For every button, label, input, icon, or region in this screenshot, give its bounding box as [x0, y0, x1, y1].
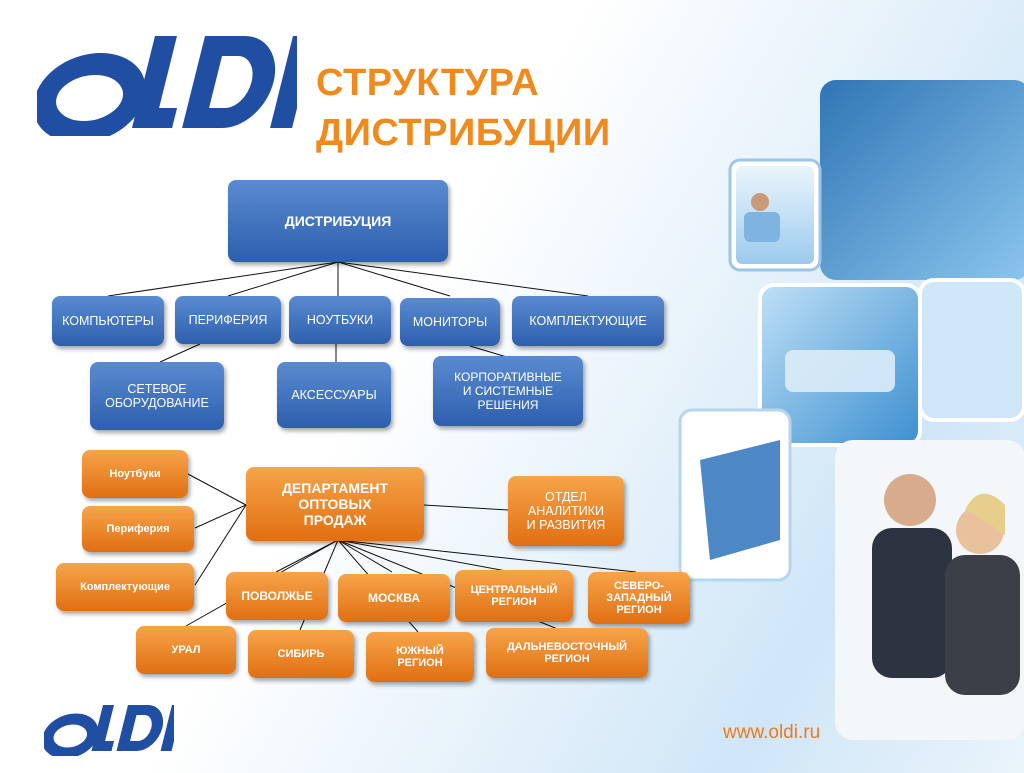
category-laptops: НОУТБУКИ	[289, 296, 391, 344]
title-line-1: СТРУКТУРА	[316, 62, 540, 104]
region-far-east: ДАЛЬНЕВОСТОЧНЫЙ РЕГИОН	[486, 628, 648, 678]
analytics-department: ОТДЕЛ АНАЛИТИКИ И РАЗВИТИЯ	[508, 476, 624, 546]
category-peripherals: ПЕРИФЕРИЯ	[175, 296, 281, 344]
region-moscow: МОСКВА	[338, 574, 450, 622]
sub-corporate-solutions: КОРПОРАТИВНЫЕ И СИСТЕМНЫЕ РЕШЕНИЯ	[433, 356, 583, 426]
category-monitors: МОНИТОРЫ	[400, 298, 500, 346]
wholesale-components: Комплектующие	[56, 563, 194, 611]
region-ural: УРАЛ	[136, 626, 236, 674]
title-line-2: ДИСТРИБУЦИИ	[316, 112, 611, 154]
sub-network-equipment: СЕТЕВОЕ ОБОРУДОВАНИЕ	[90, 362, 224, 430]
region-central: ЦЕНТРАЛЬНЫЙ РЕГИОН	[455, 570, 573, 622]
page-title: СТРУКТУРА ДИСТРИБУЦИИ	[316, 58, 611, 158]
photo-collage	[678, 80, 1024, 740]
sub-accessories: АКСЕССУАРЫ	[277, 362, 391, 428]
region-siberia: СИБИРЬ	[248, 630, 354, 678]
region-south: ЮЖНЫЙ РЕГИОН	[366, 632, 474, 682]
oldi-logo-small	[44, 700, 174, 756]
distribution-root: ДИСТРИБУЦИЯ	[228, 180, 448, 262]
oldi-logo	[37, 28, 297, 136]
region-northwest: СЕВЕРО- ЗАПАДНЫЙ РЕГИОН	[588, 572, 690, 624]
category-components: КОМПЛЕКТУЮЩИЕ	[512, 296, 664, 346]
region-volga: ПОВОЛЖЬЕ	[226, 572, 328, 620]
wholesale-department: ДЕПАРТАМЕНТ ОПТОВЫХ ПРОДАЖ	[246, 467, 424, 541]
website-link[interactable]: www.oldi.ru	[723, 722, 821, 743]
category-computers: КОМПЬЮТЕРЫ	[52, 296, 164, 346]
wholesale-peripherals: Периферия	[82, 506, 194, 552]
wholesale-laptops: Ноутбуки	[82, 450, 188, 498]
